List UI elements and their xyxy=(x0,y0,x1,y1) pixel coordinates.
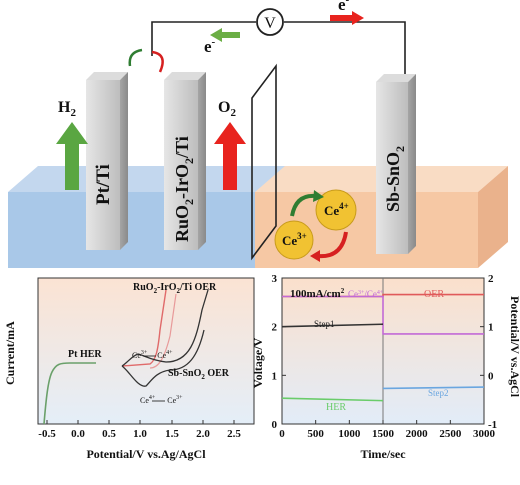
cv-xtick-label: 0.0 xyxy=(71,428,85,440)
chrono-ylabel-right: Potential/V vs.AgCl xyxy=(508,296,520,398)
cv-series-ruo2-oer xyxy=(121,289,167,367)
chrono-chart: Voltage/V Potential/V vs.AgCl Time/sec 0… xyxy=(251,273,520,461)
chrono-xtick-label: 2500 xyxy=(439,428,462,440)
cv-plot-area xyxy=(37,277,255,425)
cv-series-pt-her xyxy=(43,362,96,425)
ce-red-arrowhead-icon xyxy=(310,250,320,262)
electrode-sb-sno2: Sb-SnO2 xyxy=(376,74,416,254)
chrono-annotation: 100mA/cm2 xyxy=(290,287,345,300)
cv-xticks: -0.5 0.0 0.5 1.0 1.5 2.0 2.5 xyxy=(38,420,241,440)
o2-label: O2 xyxy=(218,99,236,119)
electron-arrow-left xyxy=(210,28,240,42)
cv-xtick-label: 2.5 xyxy=(227,428,241,440)
cv-chart: Current/mA Potential/V vs.Ag/AgCl -0.5 0… xyxy=(3,277,255,461)
chrono-label-ce: Ce3+/Ce4+ xyxy=(348,289,384,299)
cv-xtick-label: 1.5 xyxy=(165,428,179,440)
electron-label-right: e- xyxy=(338,0,350,14)
electrode-pt-ti: Pt/Ti xyxy=(86,72,128,250)
electrode-sb-label: Sb-SnO2 xyxy=(383,146,407,212)
chrono-label-step2: Step2 xyxy=(428,388,449,398)
swirl-green-icon xyxy=(128,48,143,67)
electron-label-left: e- xyxy=(204,36,216,56)
ce-red-arrow-icon xyxy=(317,231,348,259)
chrono-series-line xyxy=(281,397,384,402)
cv-xtick-label: 1.0 xyxy=(133,428,147,440)
chrono-xtick-label: 1500 xyxy=(372,428,395,440)
h2-arrow-icon xyxy=(56,122,88,190)
ce4-label: Ce4+ xyxy=(324,201,349,218)
external-wire-right xyxy=(284,21,406,74)
right-tank-side xyxy=(478,166,508,268)
chrono-series-line xyxy=(282,295,484,335)
chrono-xtick-label: 1000 xyxy=(338,428,361,440)
external-wire xyxy=(151,21,256,56)
chrono-ytick-right-label: 0 xyxy=(488,370,494,382)
chrono-ytick-left-label: 2 xyxy=(272,322,278,334)
ce-green-arrowhead-icon xyxy=(313,190,324,202)
cell-schematic: V e- e- Pt/Ti RuO2-IrO2/Ti Sb-SnO2 xyxy=(8,0,508,268)
ce4-circle xyxy=(315,189,357,231)
chrono-ytick-right-label: 2 xyxy=(488,273,494,285)
chrono-label-her: HER xyxy=(326,402,346,413)
chrono-ytick-right-label: 1 xyxy=(488,322,494,334)
cv-label-ce3-ce4: Ce3+Ce4+ xyxy=(132,350,173,360)
chrono-ytick-left-label: 1 xyxy=(272,370,278,382)
electrode-ruo2-label: RuO2-IrO2/Ti xyxy=(172,136,196,242)
chrono-xtick-label: 3000 xyxy=(473,428,496,440)
chrono-ticks: 0 500 1000 1500 2000 2500 3000 0 1 2 3 -1 0 1 2 xyxy=(272,273,498,440)
left-tank-front xyxy=(8,192,292,268)
cv-series-sb-sno2 xyxy=(121,289,209,387)
voltmeter-icon xyxy=(256,8,284,36)
chrono-label-oer: OER xyxy=(424,289,444,300)
chrono-ytick-left-label: 0 xyxy=(272,419,278,431)
electrode-ruo2: RuO2-IrO2/Ti xyxy=(164,72,206,250)
cv-label-ruo2: RuO2-IrO2/Ti OER xyxy=(133,282,217,295)
cv-series-ruo2-oer-2 xyxy=(149,293,177,369)
swirl-red-icon xyxy=(151,50,164,73)
voltmeter-label: V xyxy=(264,15,276,32)
cv-xtick-label: 2.0 xyxy=(196,428,210,440)
cv-xtick-label: 0.5 xyxy=(102,428,116,440)
chrono-series-line xyxy=(382,386,485,390)
o2-arrow-icon xyxy=(214,122,246,190)
chrono-ytick-left-label: 3 xyxy=(272,273,278,285)
cv-label-sb: Sb-SnO2 OER xyxy=(168,368,230,381)
chrono-ylabel-left: Voltage/V xyxy=(251,337,265,388)
electrode-pt-ti-label: Pt/Ti xyxy=(93,164,114,205)
chrono-ytick-right-label: -1 xyxy=(488,419,497,431)
chrono-xtick-label: 0 xyxy=(279,428,285,440)
h2-label: H2 xyxy=(58,99,76,119)
cv-xtick-label: -0.5 xyxy=(38,428,56,440)
chrono-xtick-label: 2000 xyxy=(406,428,429,440)
cv-label-ce4-ce3: Ce4+Ce3+ xyxy=(140,395,183,405)
membrane xyxy=(251,63,277,261)
cv-ylabel: Current/mA xyxy=(3,321,17,385)
ce3-circle xyxy=(274,220,314,260)
electron-arrow-right xyxy=(330,11,364,25)
cv-label-pt-her: Pt HER xyxy=(68,349,102,360)
chrono-series xyxy=(281,293,485,402)
chrono-xtick-label: 500 xyxy=(307,428,324,440)
chrono-label-step1: Step1 xyxy=(314,319,335,329)
ce3-label: Ce3+ xyxy=(282,231,307,248)
chrono-xlabel: Time/sec xyxy=(360,447,406,461)
chrono-series-line xyxy=(281,323,384,328)
cv-xlabel: Potential/V vs.Ag/AgCl xyxy=(86,447,206,461)
ce-green-arrow-icon xyxy=(290,193,317,217)
